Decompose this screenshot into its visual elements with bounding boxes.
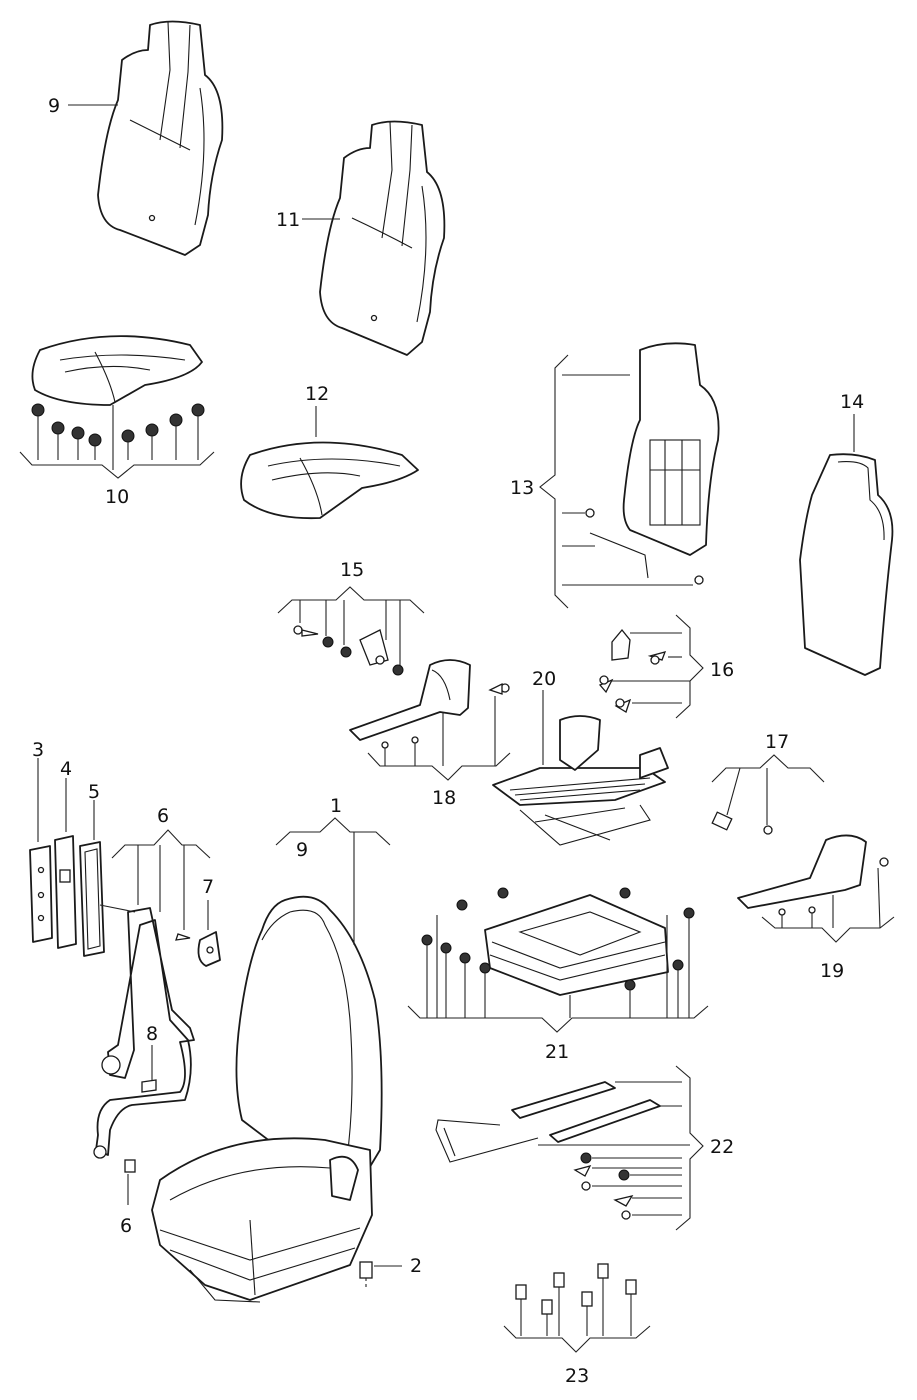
- callout-6-bottom: 6: [120, 1159, 136, 1237]
- part-8-bolt[interactable]: [141, 1045, 157, 1093]
- part-14-back-panel[interactable]: [799, 453, 894, 676]
- part-7-clip[interactable]: [197, 900, 221, 967]
- part-4-plate[interactable]: [54, 778, 77, 949]
- svg-text:1: 1: [330, 795, 342, 817]
- callout-11: 11: [276, 209, 340, 231]
- svg-text:9: 9: [48, 95, 60, 117]
- callout-8: 8: [146, 1023, 158, 1045]
- part-21-base[interactable]: [484, 894, 669, 996]
- part-20-seat-frame[interactable]: [492, 690, 669, 846]
- svg-text:6: 6: [157, 805, 169, 827]
- part-22-rails[interactable]: 22: [435, 1065, 734, 1231]
- callout-13: 13: [510, 354, 693, 609]
- part-10-nuts: [19, 403, 215, 479]
- part-17-fittings[interactable]: [711, 754, 825, 835]
- callout-21: 21: [545, 1041, 569, 1063]
- svg-text:14: 14: [840, 391, 864, 413]
- part-15-fittings[interactable]: [277, 586, 425, 676]
- callout-9-top: 9: [48, 95, 118, 117]
- part-5-gasket[interactable]: [79, 800, 105, 957]
- svg-text:16: 16: [710, 659, 734, 681]
- part-9-backrest-cover[interactable]: [97, 20, 224, 256]
- callout-9-lower: 9: [296, 839, 308, 861]
- part-2-bolt[interactable]: [359, 1261, 402, 1290]
- part-21-nuts: [407, 887, 709, 1033]
- part-23-bolts[interactable]: [503, 1263, 651, 1353]
- callout-23: 23: [565, 1365, 589, 1387]
- callout-4: 4: [60, 758, 72, 780]
- callout-2: 2: [410, 1255, 422, 1277]
- part-19-bracket[interactable]: [737, 834, 895, 943]
- svg-text:13: 13: [510, 477, 534, 499]
- callout-19: 19: [820, 960, 844, 982]
- part-13-backrest-frame[interactable]: [585, 342, 720, 585]
- svg-text:11: 11: [276, 209, 300, 231]
- svg-text:6: 6: [120, 1215, 132, 1237]
- svg-text:12: 12: [305, 383, 329, 405]
- callout-10: 10: [105, 486, 129, 508]
- part-12-cushion-cover[interactable]: [240, 441, 419, 520]
- callout-15: 15: [340, 559, 364, 581]
- part-3-plate[interactable]: [29, 758, 53, 943]
- callout-7: 7: [202, 876, 214, 898]
- callout-6-top: 6: [111, 805, 211, 930]
- part-11-backrest-cover[interactable]: [319, 120, 446, 356]
- part-6-seat-belt[interactable]: [93, 904, 195, 1159]
- callout-17: 17: [765, 731, 789, 753]
- callout-18: 18: [432, 787, 456, 809]
- part-16-fittings[interactable]: 16: [598, 614, 734, 719]
- part-1-complete-seat[interactable]: [151, 895, 383, 1303]
- part-10-cushion-cover[interactable]: [31, 335, 203, 406]
- part-18-bracket[interactable]: [349, 659, 511, 781]
- callout-14: 14: [840, 391, 864, 452]
- svg-text:22: 22: [710, 1136, 734, 1158]
- callout-1: 1 9: [275, 795, 391, 945]
- callout-3: 3: [32, 739, 44, 761]
- callout-20: 20: [532, 668, 556, 690]
- callout-12: 12: [305, 383, 329, 437]
- callout-5: 5: [88, 781, 100, 803]
